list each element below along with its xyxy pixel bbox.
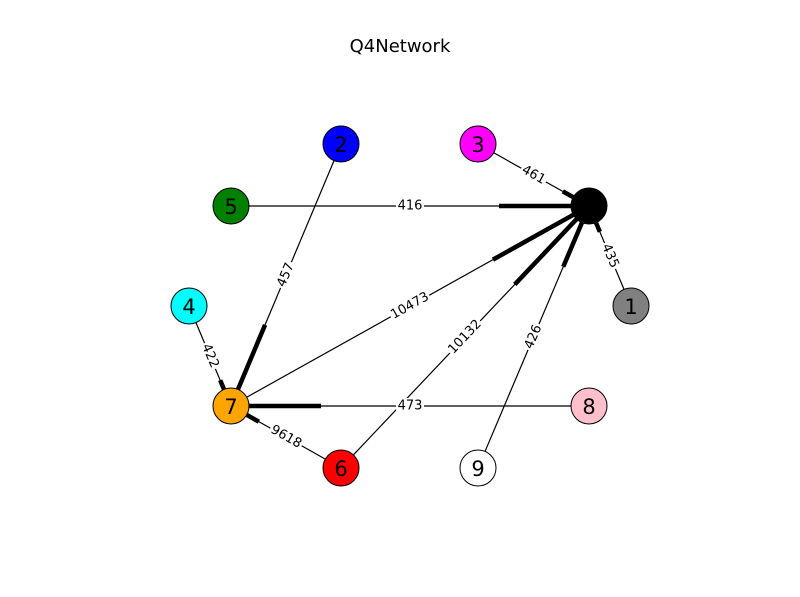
edge-arrowhead-3-0: [561, 189, 575, 200]
edge-label-group: 473: [396, 398, 424, 414]
edge-label-group: 426: [520, 320, 547, 354]
node-label: 3: [471, 133, 484, 157]
edge-arrowhead-9-0: [561, 221, 585, 268]
edge-label-background: [273, 258, 299, 292]
edge-label-group: 10132: [444, 315, 486, 359]
node-label: 4: [182, 295, 195, 319]
edge-label-background: [266, 421, 306, 453]
node-label: 5: [224, 195, 237, 219]
edge-label-group: 422: [197, 339, 223, 373]
node-3: [459, 125, 497, 163]
node-2: [322, 125, 360, 163]
edge-weight-label: 10132: [445, 317, 484, 357]
edge-label-group: 9618: [266, 421, 306, 453]
edge-label-background: [396, 398, 424, 414]
node-label: 6: [334, 457, 347, 481]
edge-label-background: [197, 339, 223, 373]
edge-arrowhead-6-0: [513, 217, 579, 286]
edge-label-group: 416: [396, 198, 424, 214]
node-6: [322, 449, 360, 487]
node-8: [570, 387, 608, 425]
edge-weight-label: 9618: [268, 422, 304, 451]
edge-weight-label: 10473: [388, 289, 431, 322]
edge-label-group: 435: [597, 239, 623, 273]
edge-label-background: [517, 161, 550, 189]
edge-weight-label: 416: [398, 199, 423, 214]
edge-label-background: [444, 315, 486, 359]
edge-weight-label: 473: [398, 399, 423, 414]
edge-label-background: [396, 198, 424, 214]
node-label: 2: [334, 133, 347, 157]
node-9: [459, 449, 497, 487]
edge-label-group: 10473: [386, 288, 434, 324]
edge-arrowhead-4-7: [218, 379, 227, 391]
node-4: [170, 287, 208, 325]
node-1: [612, 287, 650, 325]
node-label: 9: [471, 457, 484, 481]
edge-arrowhead-2-7: [235, 323, 268, 391]
node-0: [570, 187, 608, 225]
nodes-layer: 1 2 3 4 5 6 7 8 9: [170, 125, 650, 487]
edge-label-group: 457: [273, 258, 299, 292]
node-5: [212, 187, 250, 225]
edge-label-group: 461: [517, 161, 550, 189]
edge-arrowhead-7-0: [491, 212, 575, 262]
node-label: 7: [224, 395, 237, 419]
node-7: [212, 387, 250, 425]
diagram-title: Q4Network: [349, 36, 451, 57]
edge-arrowhead-1-0: [593, 221, 602, 233]
edge-label-background: [597, 239, 623, 273]
edge-label-background: [520, 320, 547, 354]
edge-arrowhead-6-7: [245, 412, 260, 424]
node-label: 8: [582, 395, 595, 419]
node-label: 1: [624, 295, 637, 319]
edge-label-background: [386, 288, 434, 324]
